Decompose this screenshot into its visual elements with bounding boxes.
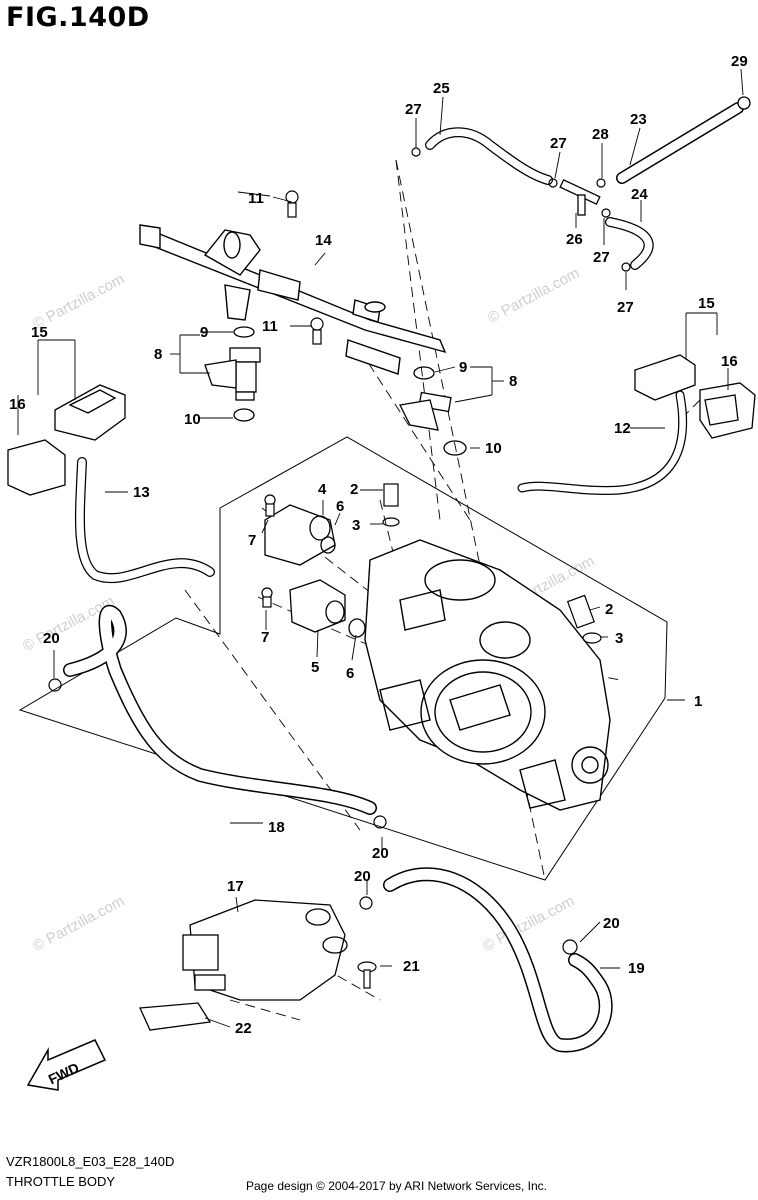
part-labels: 1 2 2 3 3 4 5 6 6 7 7 8 8 9 9 10 10 11 1… — [9, 53, 748, 1087]
part-label: 27 — [617, 299, 634, 316]
throttle-body — [364, 539, 611, 811]
part-label: 15 — [698, 295, 715, 312]
fuel-injector — [204, 326, 467, 456]
part-label: 7 — [261, 629, 269, 646]
part-label: 12 — [614, 420, 631, 437]
assembly-outline — [18, 436, 668, 881]
model-code: VZR1800L8_E03_E28_140D — [6, 1154, 175, 1169]
part-label: 18 — [268, 819, 285, 836]
part-label: 27 — [405, 101, 422, 118]
sensor-connector-left — [7, 384, 126, 496]
hose-clamp — [48, 147, 631, 955]
part-label: 23 — [630, 111, 647, 128]
part-label: 19 — [628, 960, 645, 977]
pad — [139, 1002, 212, 1031]
part-label: 24 — [631, 186, 648, 203]
part-label: 27 — [593, 249, 610, 266]
fuel-delivery-pipe — [139, 224, 447, 375]
part-label: 29 — [731, 53, 748, 70]
screw — [285, 190, 324, 345]
part-label: 7 — [248, 532, 256, 549]
part-label: 16 — [9, 396, 26, 413]
part-label: 3 — [615, 630, 623, 647]
part-label: 3 — [352, 517, 360, 534]
part-label: 9 — [200, 324, 208, 341]
idle-speed-valve — [182, 899, 348, 1001]
part-label: 8 — [154, 346, 162, 363]
part-label: 22 — [235, 1020, 252, 1037]
part-label: 11 — [262, 318, 278, 335]
part-label: 27 — [550, 135, 567, 152]
part-label: 1 — [694, 693, 702, 710]
part-label: 20 — [372, 845, 389, 862]
figure-title: FIG.140D — [6, 2, 150, 33]
hose-clamp — [737, 96, 751, 110]
part-label: 21 — [403, 958, 420, 975]
part-label: 8 — [509, 373, 517, 390]
t-joint — [559, 179, 601, 216]
part-label: 6 — [346, 665, 354, 682]
part-label: 28 — [592, 126, 609, 143]
part-label: 20 — [43, 630, 60, 647]
part-label: 9 — [459, 359, 467, 376]
fwd-arrow-icon — [26, 1039, 107, 1091]
part-label: 2 — [605, 601, 613, 618]
part-label: 17 — [227, 878, 244, 895]
section-name: THROTTLE BODY — [6, 1174, 116, 1189]
part-label: 14 — [315, 232, 332, 249]
plug-screw — [382, 483, 602, 644]
part-label: 4 — [318, 481, 327, 498]
copyright-credit: Page design © 2004-2017 by ARI Network S… — [246, 1179, 548, 1193]
part-label: 11 — [248, 190, 264, 207]
part-label: 20 — [354, 868, 371, 885]
part-label: 15 — [31, 324, 48, 341]
part-label: 16 — [721, 353, 738, 370]
part-label: 2 — [350, 481, 358, 498]
throttle-position-sensor — [264, 504, 336, 566]
part-label: 13 — [133, 484, 150, 501]
part-label: 10 — [485, 440, 502, 457]
part-label: 20 — [603, 915, 620, 932]
secondary-throttle-sensor — [289, 579, 366, 638]
part-label: 10 — [184, 411, 201, 428]
part-label: 6 — [336, 498, 344, 515]
part-label: 5 — [311, 659, 319, 676]
sensor-screw — [261, 494, 276, 608]
sensor-connector-right — [634, 354, 756, 439]
part-label: 25 — [433, 80, 450, 97]
part-label: 26 — [566, 231, 583, 248]
valve-screw — [357, 961, 377, 989]
